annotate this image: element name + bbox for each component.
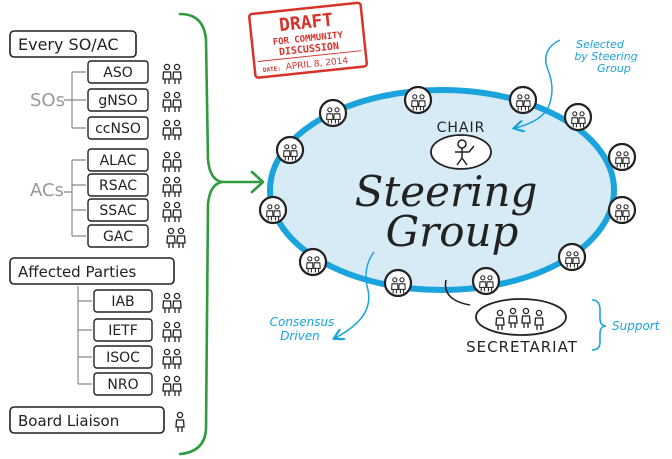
affected-parties-box <box>9 257 175 285</box>
party-ietf: IETF <box>93 318 181 342</box>
so-gnso-label: gNSO <box>98 93 137 109</box>
draft-date-label: DATE: <box>263 65 282 74</box>
board-liaison-person-icon <box>175 411 185 433</box>
secretariat: SECRETARIAT <box>444 279 578 356</box>
ac-gac: GAC <box>87 224 185 248</box>
board-liaison-label: Board Liaison <box>18 412 119 430</box>
ac-ssac: SSAC <box>87 198 181 222</box>
steering-circle <box>267 87 617 293</box>
party-isoc-label: ISOC <box>106 350 140 366</box>
draft-stamp: DRAFT FOR COMMUNITY DISCUSSION DATE: APR… <box>248 1 369 79</box>
ac-gac-label: GAC <box>103 229 133 245</box>
acs-label: ACs <box>30 180 64 201</box>
party-isoc: ISOC <box>93 345 181 369</box>
selected-note: Selected by Steering Group <box>515 38 638 128</box>
selected-note-line1: Selected <box>576 38 625 51</box>
ac-ssac-label: SSAC <box>99 203 136 219</box>
so-ccnso-label: ccNSO <box>95 121 141 137</box>
support-label: Support <box>612 319 661 333</box>
chair-label: CHAIR <box>437 120 486 136</box>
party-iab: IAB <box>93 289 181 313</box>
consensus-note-line2: Driven <box>280 329 320 343</box>
affected-parties-label: Affected Parties <box>18 263 136 281</box>
ac-alac: ALAC <box>87 148 181 172</box>
ac-rsac-label: RSAC <box>99 178 137 194</box>
ac-alac-label: ALAC <box>100 153 137 169</box>
every-so-ac-label: Every SO/AC <box>18 35 119 54</box>
selected-note-line3: Group <box>597 62 631 75</box>
so-aso-label: ASO <box>103 65 132 81</box>
so-aso: ASO <box>87 60 181 84</box>
sos-label: SOs <box>30 90 65 111</box>
so-gnso: gNSO <box>87 88 181 112</box>
so-ccnso: ccNSO <box>87 116 181 140</box>
green-brace <box>178 12 223 456</box>
party-nro-label: NRO <box>107 377 138 393</box>
steering-title: Steering <box>355 167 538 216</box>
consensus-note: Consensus Driven <box>270 251 375 343</box>
chair-figure: CHAIR <box>430 120 492 170</box>
green-arrow <box>220 170 265 194</box>
secretariat-label: SECRETARIAT <box>466 338 578 356</box>
party-nro: NRO <box>93 372 181 396</box>
group-title: Group <box>386 207 519 256</box>
party-iab-label: IAB <box>111 294 134 310</box>
every-so-ac-box <box>9 30 137 58</box>
board-liaison-box <box>9 406 165 434</box>
selected-note-line2: by Steering <box>574 50 637 63</box>
party-ietf-label: IETF <box>108 323 138 339</box>
consensus-note-line1: Consensus <box>270 315 335 329</box>
ac-rsac: RSAC <box>87 173 181 197</box>
support-note: Support <box>591 299 661 351</box>
